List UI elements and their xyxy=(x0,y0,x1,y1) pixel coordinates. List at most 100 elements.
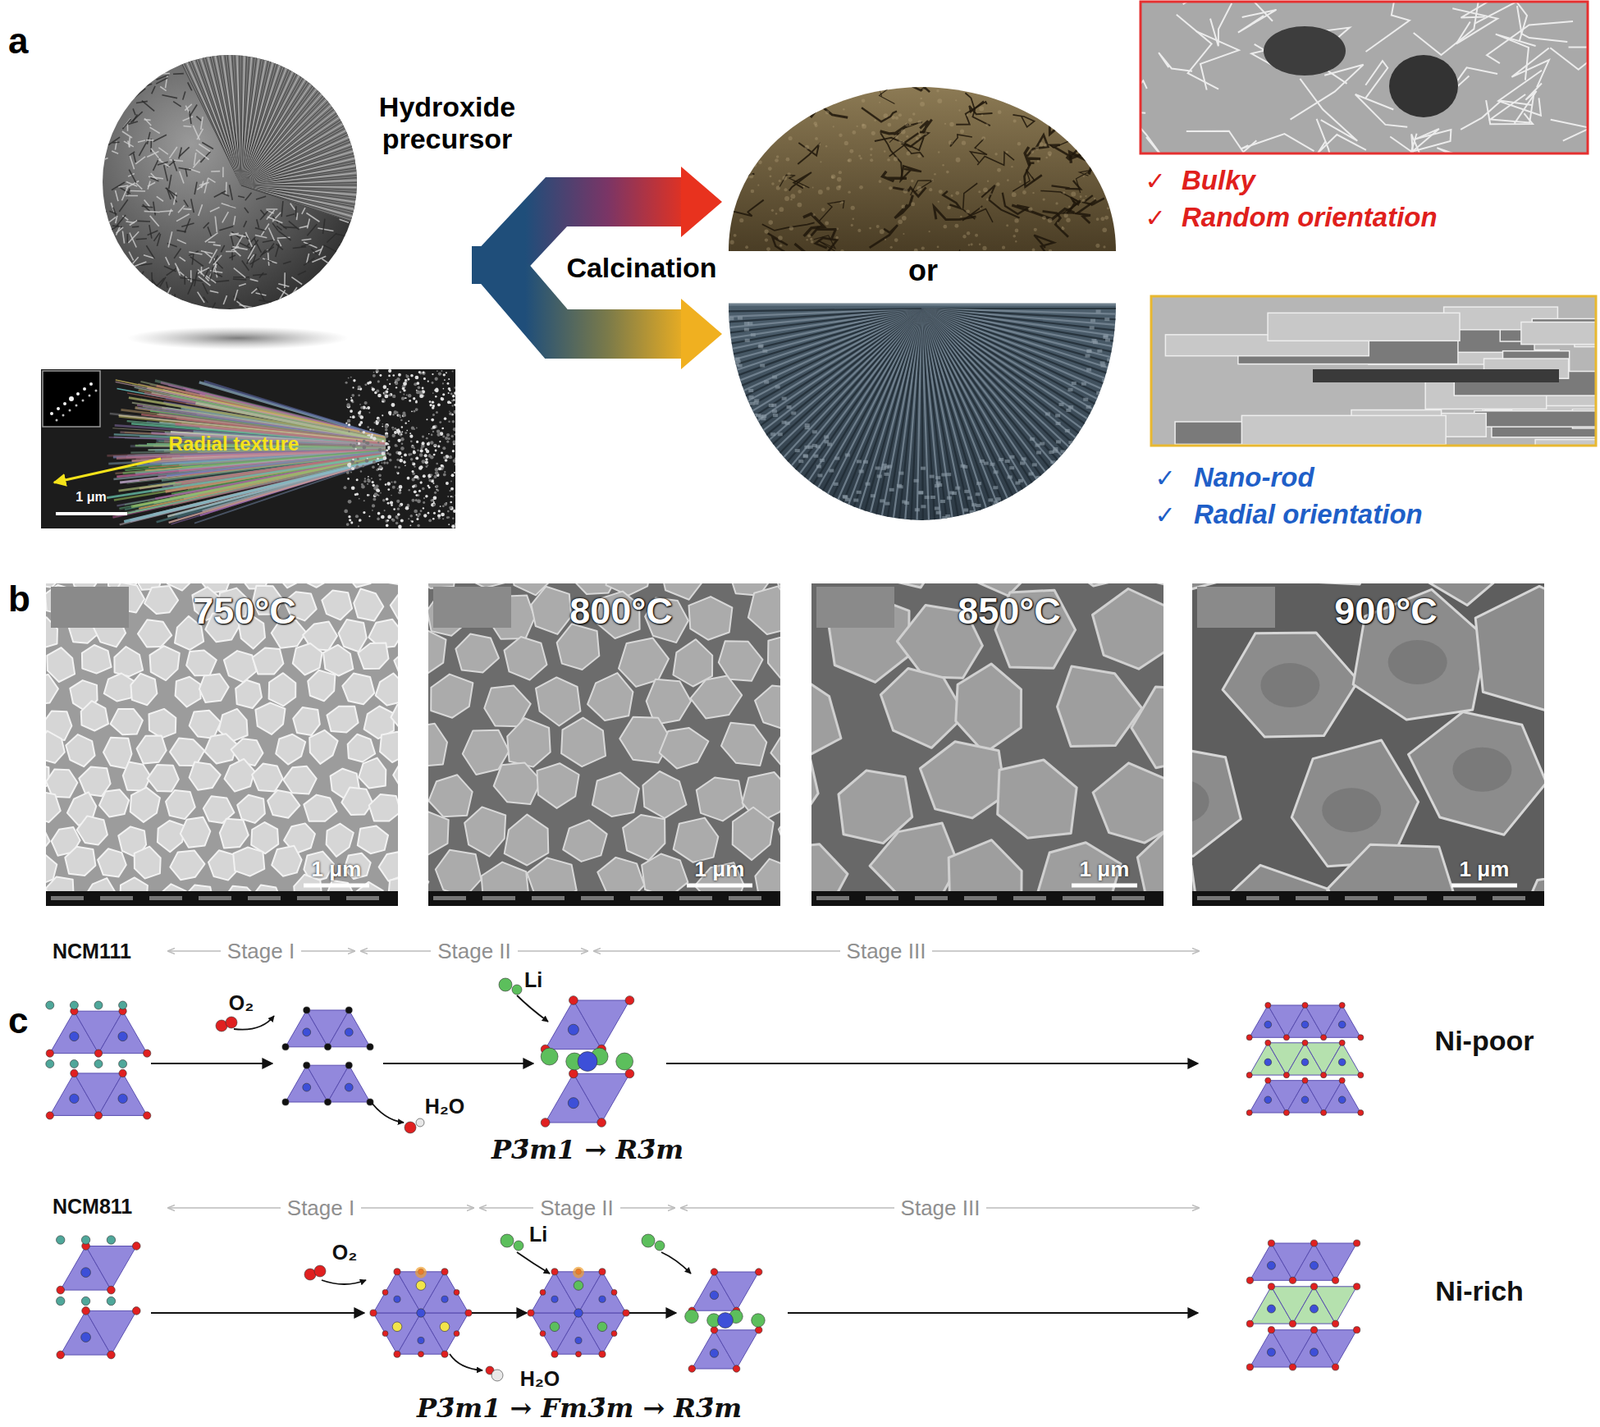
surface-grain xyxy=(879,498,885,503)
diffraction-spot xyxy=(50,411,54,416)
surface-grain xyxy=(736,360,741,364)
surface-grain xyxy=(1006,90,1009,92)
surface-grain xyxy=(1071,381,1077,385)
texture-speck xyxy=(411,461,414,464)
surface-grain xyxy=(1103,184,1107,188)
texture-speck xyxy=(420,480,423,484)
texture-speck xyxy=(411,410,413,412)
surface-grain xyxy=(1010,96,1015,101)
flake xyxy=(111,150,119,154)
texture-speck xyxy=(419,452,424,458)
texture-speck xyxy=(397,451,403,456)
texture-speck xyxy=(397,414,401,417)
surface-grain xyxy=(742,123,746,126)
surface-grain xyxy=(1101,406,1107,411)
diffraction-spot xyxy=(89,382,93,386)
surface-grain xyxy=(840,502,846,506)
texture-speck xyxy=(416,448,420,452)
flake xyxy=(233,278,247,281)
flake xyxy=(178,146,182,159)
surface-grain xyxy=(1104,402,1110,406)
surface-grain xyxy=(769,174,773,178)
surface-grain xyxy=(818,87,823,92)
texture-speck xyxy=(387,443,389,445)
flake xyxy=(214,215,217,232)
surface-grain xyxy=(888,186,892,190)
texture-speck xyxy=(349,409,353,413)
texture-speck xyxy=(381,425,384,428)
surface-grain xyxy=(986,197,989,201)
surface-grain xyxy=(1129,309,1134,313)
surface-grain xyxy=(781,397,787,401)
texture-speck xyxy=(374,492,379,497)
surface-grain xyxy=(1028,471,1034,476)
radial-needle xyxy=(241,182,357,186)
texture-speck xyxy=(439,505,442,508)
texture-speck xyxy=(396,411,399,414)
surface-grain xyxy=(784,196,790,202)
surface-grain xyxy=(1007,475,1013,479)
flake xyxy=(164,287,171,301)
texture-speck xyxy=(430,434,434,437)
surface-grain xyxy=(1090,117,1094,121)
surface-grain xyxy=(891,115,896,120)
texture-speck xyxy=(368,380,372,384)
flake xyxy=(116,214,126,227)
radial-rod xyxy=(660,308,922,334)
radial-rod xyxy=(921,308,1062,531)
surface-grain xyxy=(917,154,921,158)
crack xyxy=(880,123,910,134)
surface-grain xyxy=(1109,377,1115,381)
flake xyxy=(130,190,146,192)
texture-speck xyxy=(400,433,403,435)
texture-speck xyxy=(386,461,389,464)
texture-speck xyxy=(429,453,431,456)
radial-rod xyxy=(713,308,922,469)
surface-grain xyxy=(1056,475,1061,480)
flake xyxy=(225,251,237,253)
surface-grain xyxy=(1095,417,1101,421)
texture-speck xyxy=(397,491,401,494)
texture-speck xyxy=(438,509,441,512)
surface-grain xyxy=(997,109,1002,115)
texture-speck xyxy=(425,437,429,440)
texture-speck xyxy=(371,480,375,484)
texture-speck xyxy=(358,518,362,522)
texture-speck xyxy=(365,458,370,463)
texture-speck xyxy=(394,381,398,385)
texture-speck xyxy=(357,393,361,397)
surface-grain xyxy=(1111,144,1115,147)
texture-speck xyxy=(421,434,425,438)
surface-grain xyxy=(905,135,909,138)
surface-grain xyxy=(1058,402,1064,407)
texture-speck xyxy=(392,429,394,431)
texture-speck xyxy=(449,506,454,511)
texture-speck xyxy=(368,411,371,414)
texture-speck xyxy=(361,464,365,467)
diffraction-inset xyxy=(42,370,101,427)
texture-speck xyxy=(364,477,366,480)
surface-grain xyxy=(825,145,828,147)
flake xyxy=(323,245,338,253)
texture-speck xyxy=(451,404,453,407)
crack xyxy=(1027,134,1048,156)
texture-speck xyxy=(434,395,438,398)
flake xyxy=(252,274,267,276)
texture-speck xyxy=(443,417,448,421)
flake xyxy=(132,114,138,123)
surface-grain xyxy=(797,189,801,193)
crack xyxy=(1051,180,1080,189)
surface-grain xyxy=(901,500,907,504)
surface-grain xyxy=(813,454,819,458)
surface-grain xyxy=(946,205,951,210)
surface-grain xyxy=(758,101,762,105)
flake xyxy=(297,270,307,275)
texture-speck xyxy=(414,475,418,479)
flake xyxy=(225,182,228,195)
surface-grain xyxy=(733,123,736,127)
arrow-head-yellow xyxy=(681,298,723,370)
texture-speck xyxy=(443,379,446,381)
radial-needle xyxy=(219,54,242,186)
texture-speck xyxy=(355,514,359,518)
texture-speck xyxy=(377,393,382,398)
